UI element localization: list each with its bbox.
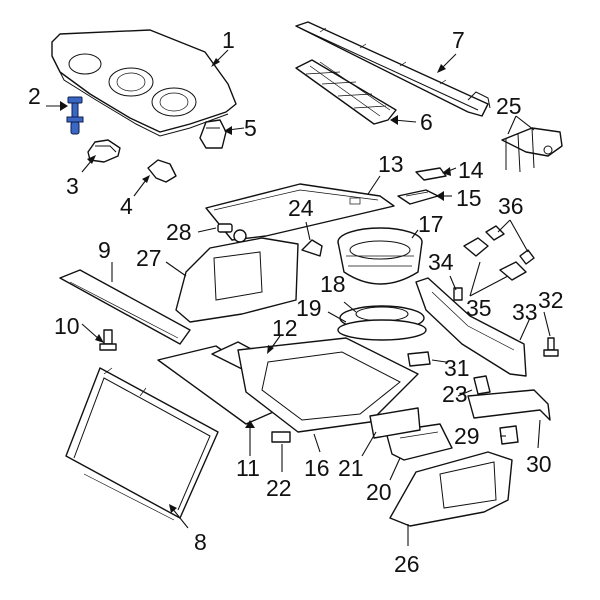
callout-6: 6 <box>420 109 433 135</box>
part-29-clip <box>499 425 519 445</box>
callout-36: 36 <box>498 193 524 219</box>
callout-3: 3 <box>66 173 79 199</box>
callout-10: 10 <box>54 313 80 339</box>
callout-17: 17 <box>418 211 444 237</box>
callout-28: 28 <box>166 219 192 245</box>
part-36-clip <box>485 225 535 265</box>
callout-27: 27 <box>136 245 162 271</box>
part-35-bracket <box>463 237 527 281</box>
part-16-trunk-tub <box>237 337 419 433</box>
callout-29: 29 <box>454 423 480 449</box>
part-25-latch-assembly <box>501 127 563 173</box>
part-10-screw <box>99 329 117 351</box>
part-33-right-sill <box>415 277 527 377</box>
callout-4: 4 <box>120 193 133 219</box>
part-30-weatherstrip <box>467 389 551 421</box>
part-21-box <box>369 407 421 439</box>
callout-33: 33 <box>512 299 538 325</box>
part-23-clip <box>473 375 491 395</box>
part-24-clip <box>301 239 323 257</box>
callout-7: 7 <box>452 27 465 53</box>
callout-20: 20 <box>366 479 392 505</box>
callout-19: 19 <box>296 295 322 321</box>
callout-25: 25 <box>496 93 522 119</box>
callout-16: 16 <box>304 455 330 481</box>
part-34-screw <box>453 287 463 301</box>
part-5-bracket <box>199 119 227 149</box>
callout-24: 24 <box>288 195 314 221</box>
callout-1: 1 <box>222 27 235 53</box>
part-1-package-tray <box>51 29 237 137</box>
callout-13: 13 <box>378 151 404 177</box>
part-6-cargo-net <box>295 59 397 125</box>
part-13-floor-panel <box>205 183 395 241</box>
part-31-clip <box>407 351 431 367</box>
callout-21: 21 <box>338 455 364 481</box>
part-28-fastener <box>217 223 247 243</box>
callout-numbers: 1 2 3 4 5 6 7 8 9 10 11 12 13 14 15 16 1… <box>28 27 564 577</box>
callout-14: 14 <box>458 157 484 183</box>
callout-18: 18 <box>320 271 346 297</box>
callout-32: 32 <box>538 287 564 313</box>
callout-34: 34 <box>428 249 454 275</box>
callout-5: 5 <box>244 115 257 141</box>
part-14-cover <box>415 167 447 181</box>
part-19-cover-disc <box>337 319 427 341</box>
part-2-bolt <box>66 96 84 135</box>
part-27-left-trim <box>175 237 299 323</box>
part-7-cargo-cover <box>295 21 491 117</box>
callout-2: 2 <box>28 83 41 109</box>
callout-26: 26 <box>394 551 420 577</box>
part-22-clip <box>271 431 291 443</box>
callout-9: 9 <box>98 237 111 263</box>
part-4-clip <box>147 159 177 183</box>
callout-12: 12 <box>272 315 298 341</box>
callout-15: 15 <box>456 185 482 211</box>
part-17-spare-well <box>337 227 423 285</box>
callout-23: 23 <box>442 381 468 407</box>
part-9-sill-plate <box>59 269 191 345</box>
part-26-right-trim <box>389 451 513 527</box>
callout-30: 30 <box>526 451 552 477</box>
callout-22: 22 <box>266 475 292 501</box>
part-15-plate <box>397 189 439 205</box>
part-32-bolt <box>543 337 559 357</box>
leader-lines <box>46 49 551 546</box>
callout-11: 11 <box>236 455 260 481</box>
callout-35: 35 <box>466 295 492 321</box>
callout-31: 31 <box>444 355 470 381</box>
callout-8: 8 <box>194 529 207 555</box>
part-8-back-panel <box>65 367 219 521</box>
